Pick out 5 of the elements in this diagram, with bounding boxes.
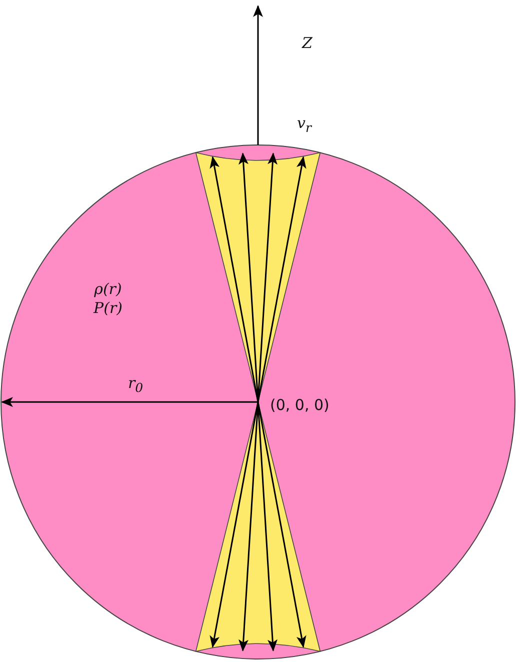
axis-label: Z — [302, 34, 312, 53]
radius-label: r$_{0}$ — [128, 374, 144, 396]
velocity-label: v$_{r}$ — [297, 114, 312, 136]
density-pressure-label: ρ(r) P(r) — [92, 280, 124, 318]
origin-label: (0, 0, 0) — [270, 396, 330, 415]
